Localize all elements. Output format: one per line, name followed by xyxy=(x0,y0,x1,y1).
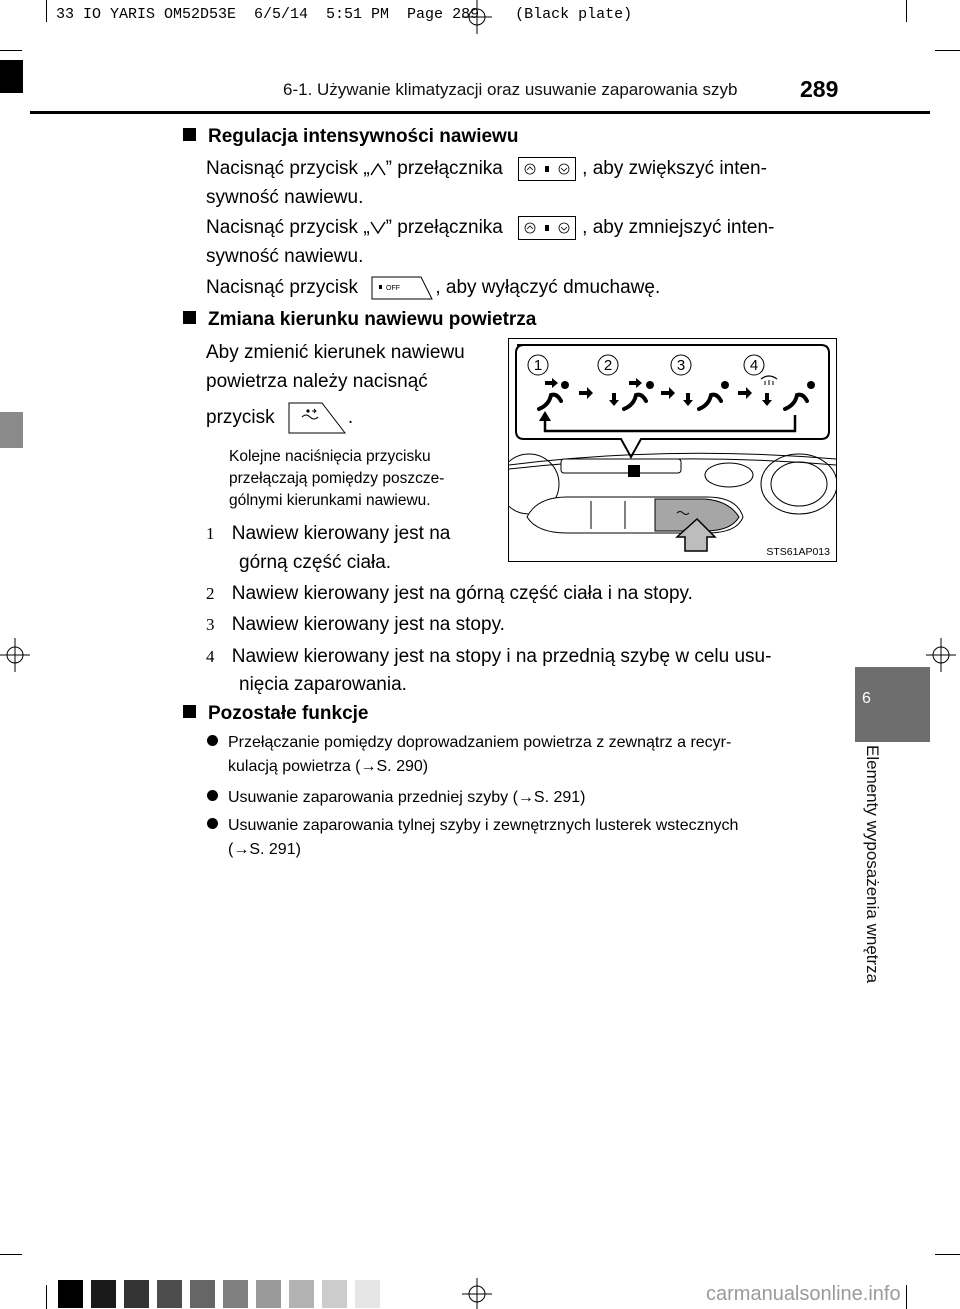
airflow-note-2: przełączają pomiędzy poszcze- xyxy=(229,470,445,487)
color-swatch xyxy=(223,1280,248,1308)
airflow-mode-button-icon xyxy=(288,402,346,434)
mode-number: 2 xyxy=(604,357,612,374)
page-number: 289 xyxy=(800,76,839,102)
airflow-figure: 1 2 3 4 xyxy=(508,338,837,562)
color-swatch xyxy=(256,1280,281,1308)
color-swatch xyxy=(355,1280,380,1308)
list-item: 1 Nawiew kierowany jest na xyxy=(206,523,451,544)
svg-text:OFF: OFF xyxy=(386,285,400,292)
watermark: carmanualsonline.info xyxy=(706,1283,901,1305)
section-title: 6-1. Używanie klimatyzacji oraz usuwanie… xyxy=(283,80,738,99)
chevron-up-icon xyxy=(370,162,386,176)
mode-number: 4 xyxy=(750,357,758,374)
fan-speed-line-3: Nacisnąć przycisk OFF , aby wyłączyć dmu… xyxy=(206,276,661,300)
gray-tab-marker xyxy=(0,412,23,448)
bullet-icon xyxy=(207,818,218,829)
color-swatch xyxy=(91,1280,116,1308)
airflow-text-3: przycisk . xyxy=(206,402,353,434)
crop-mark xyxy=(935,1254,960,1255)
black-tab-marker xyxy=(0,60,23,93)
registration-target-icon xyxy=(462,0,492,34)
color-swatch xyxy=(157,1280,182,1308)
airflow-illustration: 1 2 3 4 xyxy=(509,344,836,558)
section-tab-number: 6 xyxy=(862,690,871,707)
crop-mark xyxy=(906,0,907,22)
airflow-text-1: Aby zmienić kierunek nawiewu xyxy=(206,342,465,363)
registration-target-icon xyxy=(926,638,956,672)
bullet-item: Usuwanie zaparowania przedniej szyby (→S… xyxy=(207,787,586,808)
square-bullet-icon xyxy=(183,311,196,324)
list-item-cont: górną część ciała. xyxy=(239,552,392,573)
color-swatch xyxy=(322,1280,347,1308)
airflow-text-2: powietrza należy nacisnąć xyxy=(206,371,428,392)
airflow-note-1: Kolejne naciśnięcia przycisku xyxy=(229,448,431,465)
crop-mark xyxy=(906,1285,907,1309)
mode-number: 3 xyxy=(677,357,685,374)
list-item-cont: nięcia zaparowania. xyxy=(239,674,407,695)
square-bullet-icon xyxy=(183,705,196,718)
list-item: 3 Nawiew kierowany jest na stopy. xyxy=(206,614,505,635)
chevron-down-icon xyxy=(370,221,386,235)
color-swatch xyxy=(289,1280,314,1308)
crop-mark xyxy=(46,0,47,22)
color-swatch xyxy=(190,1280,215,1308)
fan-speed-line-1b: sywność nawiewu. xyxy=(206,187,364,208)
fan-speed-line-2b: sywność nawiewu. xyxy=(206,246,364,267)
heading-airflow: Zmiana kierunku nawiewu powietrza xyxy=(183,309,536,331)
registration-target-icon xyxy=(462,1278,492,1309)
list-item: 4 Nawiew kierowany jest na stopy i na pr… xyxy=(206,646,772,667)
bullet-item: Usuwanie zaparowania tylnej szyby i zewn… xyxy=(207,815,738,836)
bullet-icon xyxy=(207,790,218,801)
color-swatch xyxy=(124,1280,149,1308)
bullet-item: Przełączanie pomiędzy doprowadzaniem pow… xyxy=(207,732,731,753)
chapter-title-vertical: Elementy wyposażenia wnętrza xyxy=(863,745,882,984)
list-item: 2 Nawiew kierowany jest na górną część c… xyxy=(206,583,693,604)
bullet-item-cont: kulacją powietrza (→S. 290) xyxy=(228,758,429,775)
registration-target-icon xyxy=(0,638,30,672)
crop-mark xyxy=(0,50,22,51)
crop-mark xyxy=(0,1254,22,1255)
figure-ref-code: STS61AP013 xyxy=(766,546,830,558)
heading-fan-speed: Regulacja intensywności nawiewu xyxy=(183,126,518,148)
crop-mark xyxy=(935,50,960,51)
fan-speed-switch-icon xyxy=(518,215,577,240)
crop-mark xyxy=(46,1285,47,1309)
print-slug: 33 IO YARIS OM52D53E 6/5/14 5:51 PM Page… xyxy=(56,6,633,23)
fan-speed-switch-icon xyxy=(518,156,577,181)
mode-number: 1 xyxy=(534,357,542,374)
color-swatch xyxy=(58,1280,83,1308)
bullet-icon xyxy=(207,735,218,746)
header-rule xyxy=(30,111,930,114)
heading-other: Pozostałe funkcje xyxy=(183,703,369,725)
section-tab xyxy=(855,667,930,742)
airflow-note-3: gólnymi kierunkami nawiewu. xyxy=(229,492,431,509)
bullet-item-cont: (→S. 291) xyxy=(228,841,301,858)
fan-off-button-icon: OFF xyxy=(371,276,434,300)
square-bullet-icon xyxy=(183,128,196,141)
fan-speed-line-2: Nacisnąć przycisk „” przełącznika , aby … xyxy=(206,215,775,240)
fan-speed-line-1: Nacisnąć przycisk „” przełącznika , aby … xyxy=(206,156,767,181)
